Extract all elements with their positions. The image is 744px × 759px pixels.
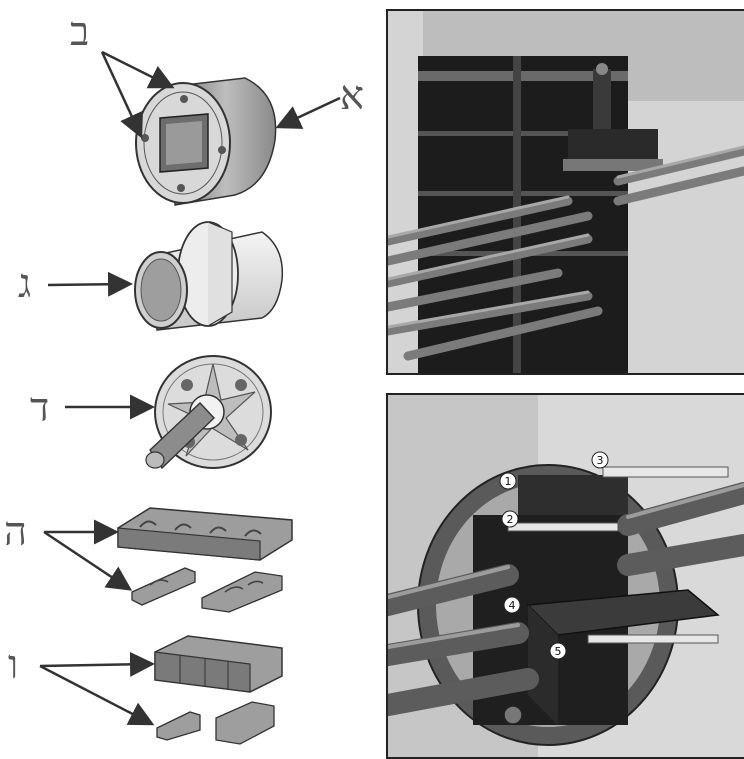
photo-marker-1-text: 1 xyxy=(505,475,512,488)
rack-transit-photo xyxy=(386,9,744,375)
photo-marker-4-text: 4 xyxy=(509,599,516,612)
photo-marker-5-text: 5 xyxy=(555,645,562,658)
label-he: ה xyxy=(4,509,28,555)
photo-marker-2-text: 2 xyxy=(507,513,514,526)
solid-blocks-part xyxy=(154,635,283,745)
arrows-vav xyxy=(39,651,155,726)
photo-marker-4: 4 xyxy=(503,596,521,614)
label-vav: ו xyxy=(8,642,19,688)
round-transit-image: 1 2 3 4 5 xyxy=(388,395,744,757)
photo-marker-5: 5 xyxy=(549,642,567,660)
label-alef: א xyxy=(340,73,365,119)
rack-transit-image xyxy=(388,11,744,373)
photo-marker-1: 1 xyxy=(499,472,517,490)
round-transit-photo: 1 2 3 4 5 xyxy=(386,393,744,759)
photo-marker-3: 3 xyxy=(591,451,609,469)
label-bet: ב xyxy=(70,9,90,55)
arrows-he xyxy=(43,519,133,591)
arrows-bet xyxy=(100,50,175,139)
grooved-blocks-part xyxy=(117,507,293,613)
arrow-gimel xyxy=(47,271,133,297)
photo-marker-2: 2 xyxy=(501,510,519,528)
label-dalet: ד xyxy=(30,385,50,431)
components-illustration xyxy=(39,50,341,745)
round-seal-part xyxy=(145,355,272,470)
photo-marker-3-text: 3 xyxy=(597,454,604,467)
arrow-alef xyxy=(275,96,341,129)
flanged-tube-part xyxy=(134,221,284,331)
label-gimel: ג xyxy=(18,261,32,307)
round-frame-part xyxy=(135,77,277,206)
